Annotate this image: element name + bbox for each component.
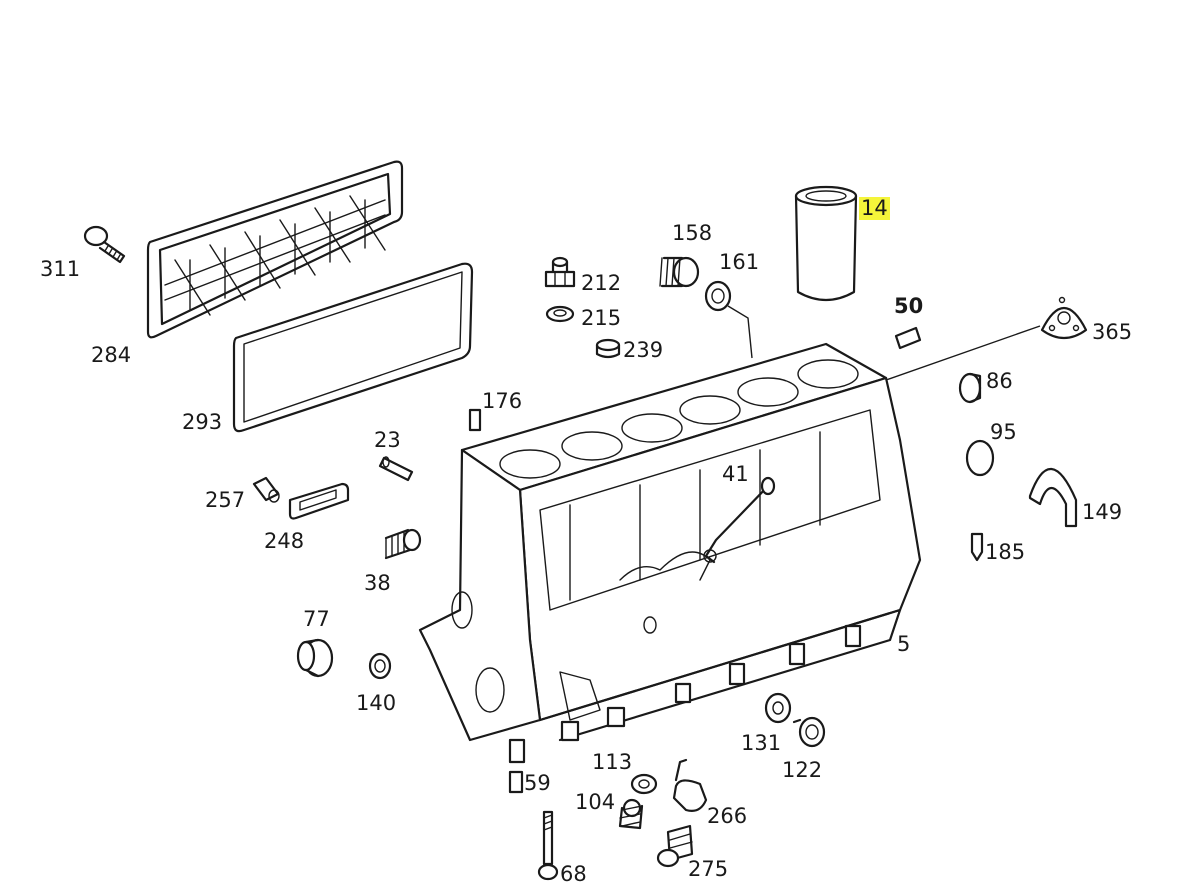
callout-215[interactable]: 215 [581, 306, 622, 330]
callout-59[interactable]: 59 [524, 771, 551, 795]
part-158-plug[interactable] [659, 256, 700, 288]
callout-149[interactable]: 149 [1082, 500, 1123, 524]
part-185-dowel[interactable] [970, 532, 984, 562]
part-68-bolt[interactable] [537, 810, 559, 881]
callout-5[interactable]: 5 [897, 632, 911, 656]
part-5-engine-block[interactable] [418, 342, 922, 764]
part-365-flange[interactable] [885, 296, 1088, 381]
callout-248[interactable]: 248 [264, 529, 305, 553]
callout-38[interactable]: 38 [364, 571, 391, 595]
part-41-tube[interactable] [703, 476, 776, 564]
part-266-fitting[interactable] [672, 758, 708, 812]
part-248-cover[interactable] [288, 482, 350, 520]
part-113-washer[interactable] [630, 773, 658, 795]
callout-50[interactable]: 50 [894, 294, 924, 318]
part-239-cap[interactable] [595, 338, 621, 359]
part-77-bearing[interactable] [296, 638, 334, 678]
part-50-pin[interactable] [894, 326, 922, 350]
part-215-washer[interactable] [545, 305, 575, 323]
callout-176[interactable]: 176 [482, 389, 523, 413]
callout-140[interactable]: 140 [356, 691, 397, 715]
callout-257[interactable]: 257 [205, 488, 246, 512]
callout-131[interactable]: 131 [741, 731, 782, 755]
callout-158[interactable]: 158 [672, 221, 713, 245]
callout-212[interactable]: 212 [581, 271, 622, 295]
part-176-stud[interactable] [468, 408, 482, 432]
callout-293[interactable]: 293 [182, 410, 223, 434]
callout-365[interactable]: 365 [1092, 320, 1133, 344]
part-14-cylinder-liner[interactable] [794, 185, 858, 302]
part-86-plug[interactable] [958, 372, 982, 404]
callout-95[interactable]: 95 [990, 420, 1017, 444]
part-122-plug[interactable] [792, 716, 826, 748]
part-293-gasket[interactable] [232, 262, 474, 433]
part-131-ring[interactable] [764, 692, 792, 724]
part-95-plug[interactable] [965, 439, 995, 477]
callout-77[interactable]: 77 [303, 607, 330, 631]
callout-14[interactable]: 14 [859, 196, 890, 220]
callout-41[interactable]: 41 [722, 462, 749, 486]
part-104-plug[interactable] [618, 798, 644, 830]
part-149-thrust-washer[interactable] [1028, 467, 1078, 528]
part-23-sleeve[interactable] [378, 456, 414, 482]
part-257-plug[interactable] [252, 476, 280, 503]
callout-104[interactable]: 104 [575, 790, 616, 814]
callout-185[interactable]: 185 [985, 540, 1026, 564]
part-140-plug[interactable] [368, 652, 392, 680]
part-161-seal-ring[interactable] [704, 280, 753, 359]
part-212-screw-plug[interactable] [544, 256, 576, 288]
callout-239[interactable]: 239 [623, 338, 664, 362]
callout-68[interactable]: 68 [560, 862, 587, 886]
callout-311[interactable]: 311 [40, 257, 81, 281]
callout-86[interactable]: 86 [986, 369, 1013, 393]
part-311-bolt[interactable] [83, 225, 126, 264]
part-38-plug[interactable] [384, 528, 422, 560]
part-284-cover-plate[interactable] [146, 160, 404, 339]
callout-113[interactable]: 113 [592, 750, 633, 774]
callout-161[interactable]: 161 [719, 250, 760, 274]
callout-275[interactable]: 275 [688, 857, 729, 881]
part-59-dowel[interactable] [508, 770, 524, 794]
callout-122[interactable]: 122 [782, 758, 823, 782]
callout-23[interactable]: 23 [374, 428, 401, 452]
callout-266[interactable]: 266 [707, 804, 748, 828]
part-275-plug[interactable] [656, 824, 694, 868]
callout-284[interactable]: 284 [91, 343, 132, 367]
